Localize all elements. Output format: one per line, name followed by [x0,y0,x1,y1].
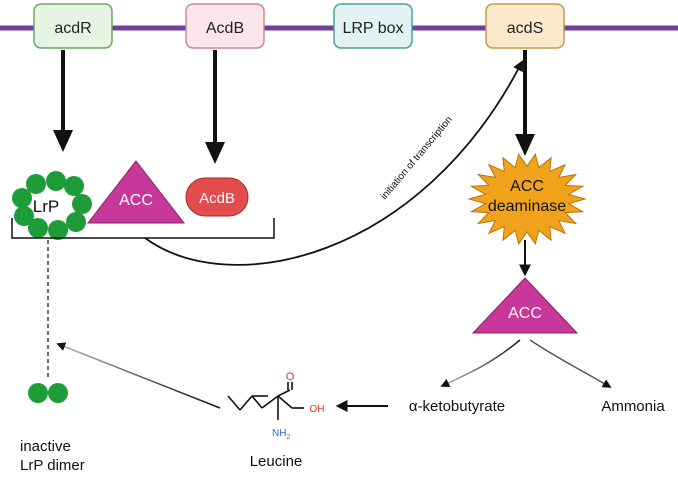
gene-box-acdr: acdR [33,3,113,49]
lrp-dimer [28,383,68,403]
leucine-amine: NH2 [272,428,290,441]
gene-box-acdb: AcdB [185,3,265,49]
gene-box-lrp: LRP box [333,3,413,49]
acdb-protein: AcdB [185,177,249,217]
inactive-label-line1: inactive [20,438,71,455]
complex-bracket [11,218,275,239]
leucine-hydroxyl: OH [310,404,325,415]
transcription-label: initiation of transcription [379,114,455,202]
arrow-acc-to-ketobutyrate [440,339,521,387]
arrow-acdb-to-protein [205,50,225,164]
arrow-acds-to-enzyme [515,50,535,156]
enzyme-label-line2: deaminase [488,198,566,215]
gene-label-acdr: acdR [54,20,91,37]
lrp-label: LrP [33,197,59,216]
acc-substrate-label: ACC [508,305,542,322]
lrp-protein-cluster: LrP [12,171,92,240]
inactive-label-line2: LrP dimer [20,457,85,474]
acdb-protein-label: AcdB [199,190,235,207]
arrow-leucine-to-lrp [56,342,221,409]
acc-substrate-triangle: ACC [471,277,579,334]
gene-label-acdb: AcdB [206,20,244,37]
transcription-arrow [144,60,523,266]
product-ketobutyrate: α-ketobutyrate [409,398,505,415]
leucine-structure [227,382,304,420]
arrow-acdr-to-lrp [53,50,73,152]
acc-complex-label: ACC [119,192,153,209]
gene-label-acds: acdS [507,20,543,37]
acc-triangle-complex: ACC [86,160,186,224]
enzyme-label-line1: ACC [510,178,544,195]
acc-deaminase-enzyme: ACC deaminase [467,153,587,245]
product-ammonia: Ammonia [601,398,665,415]
leucine-oxygen: O [286,371,295,383]
gene-box-acds: acdS [485,3,565,49]
leucine-label: Leucine [250,453,303,470]
arrow-acc-to-ammonia [529,339,612,388]
gene-label-lrp-box: LRP box [342,20,403,37]
